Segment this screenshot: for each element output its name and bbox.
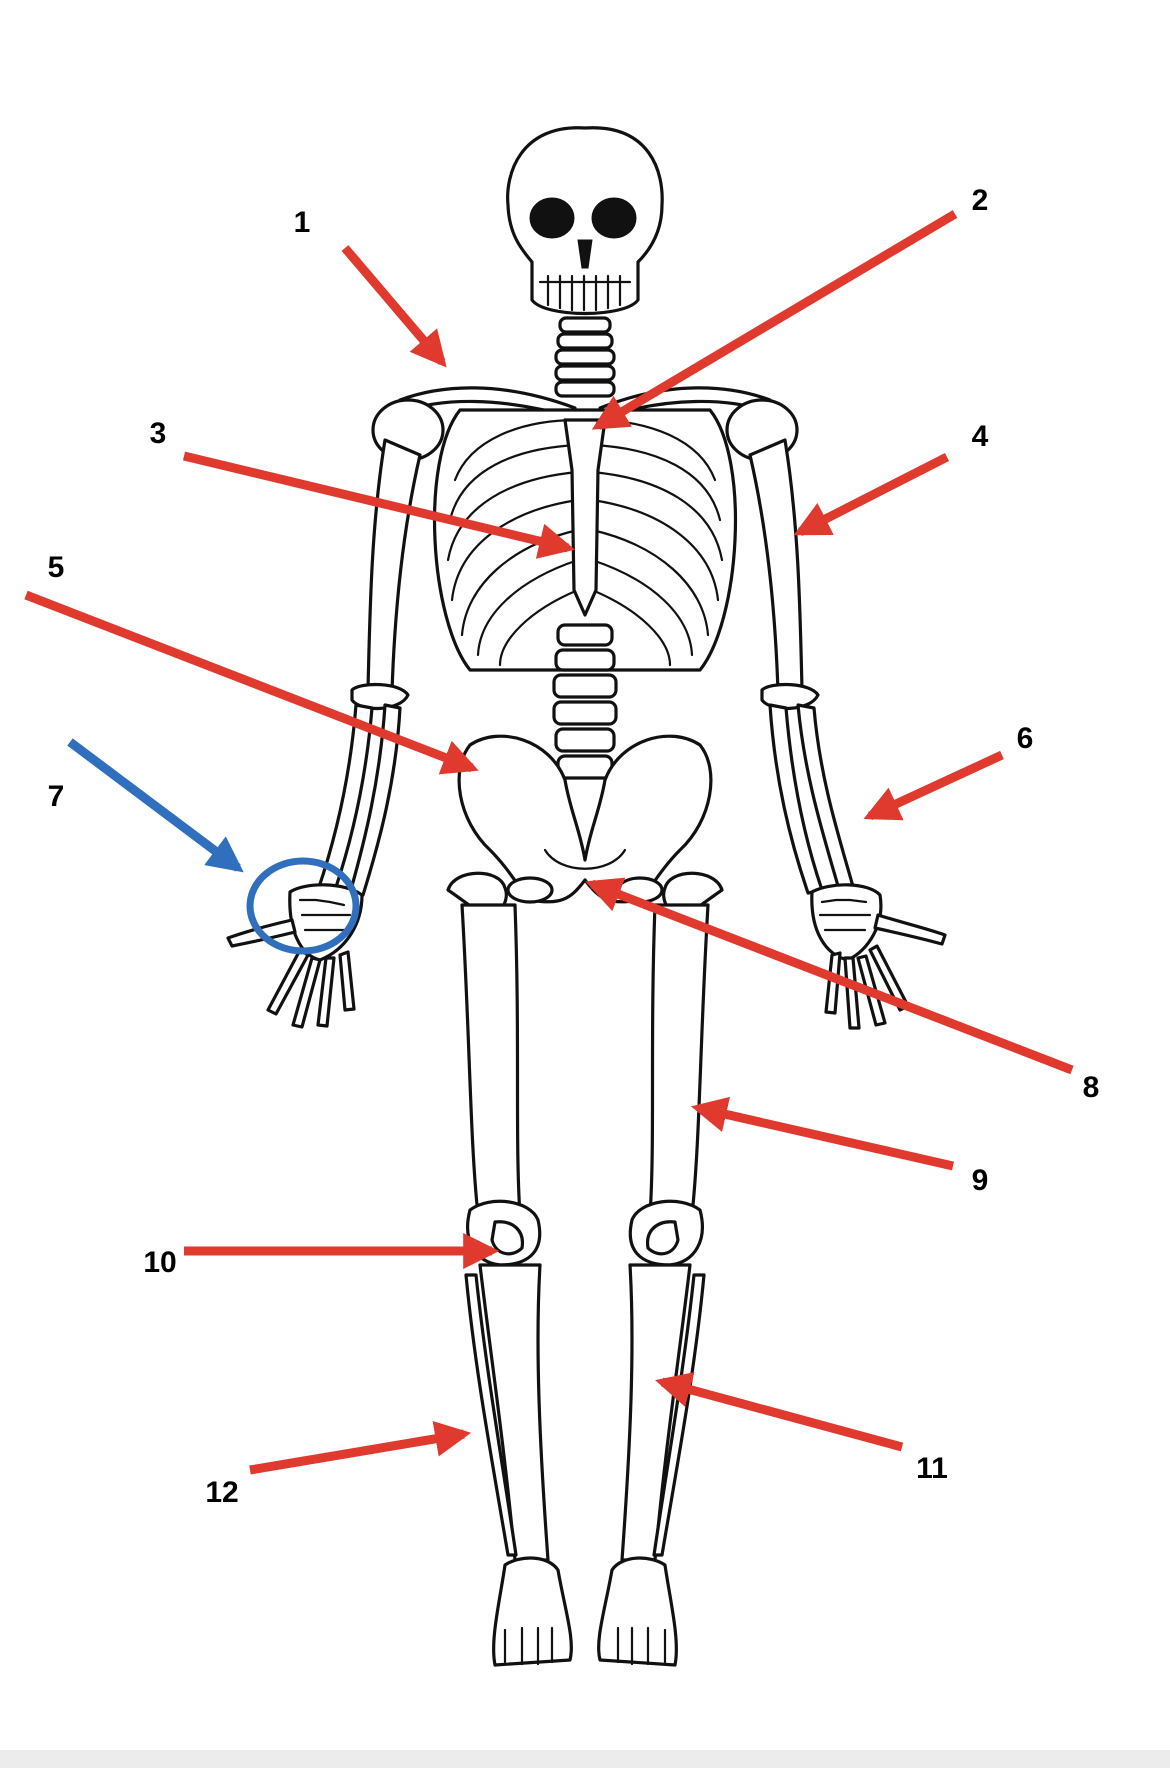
arrow-6 [863, 750, 1004, 821]
arrow-2 [591, 210, 958, 430]
right-femur [648, 903, 710, 1217]
label-3: 3 [150, 417, 167, 450]
label-8: 8 [1083, 1071, 1100, 1104]
arrows [24, 210, 1074, 1475]
cervical-spine [554, 316, 616, 398]
skull [506, 126, 664, 316]
arrow-5 [24, 590, 479, 775]
arrow-1 [341, 245, 447, 368]
right-arm [748, 438, 947, 1030]
wrist-highlight-circle [246, 857, 360, 955]
right-fibula [652, 1273, 706, 1557]
arrow-9 [690, 1096, 954, 1171]
arrow-11 [655, 1372, 904, 1452]
label-1: 1 [294, 206, 311, 239]
left-humerus [366, 438, 422, 694]
right-patella [646, 1220, 680, 1256]
label-7: 7 [48, 780, 65, 813]
arrow-8 [585, 877, 1074, 1075]
label-12: 12 [205, 1476, 238, 1509]
lumbar-spine [552, 623, 618, 780]
label-4: 4 [972, 420, 989, 453]
label-11: 11 [916, 1452, 948, 1485]
right-leg [597, 871, 724, 1667]
arrow-12 [249, 1421, 472, 1475]
bottom-edge-bar [0, 1750, 1170, 1768]
right-humerus [748, 438, 804, 694]
left-leg [446, 871, 573, 1667]
rib-cage [433, 408, 737, 672]
arrow-4 [793, 452, 950, 537]
arrow-7 [67, 738, 244, 873]
label-9: 9 [972, 1164, 989, 1197]
left-femur [460, 903, 522, 1217]
label-2: 2 [972, 184, 989, 217]
skeleton-illustration [226, 126, 947, 1667]
pelvis [457, 734, 713, 904]
arrow-3 [182, 451, 576, 559]
label-5: 5 [48, 551, 65, 584]
left-fibula [464, 1273, 518, 1557]
label-6: 6 [1017, 722, 1034, 755]
number-labels: 1 2 3 4 5 6 7 8 9 10 11 12 [48, 184, 1100, 1509]
label-10: 10 [143, 1246, 176, 1279]
